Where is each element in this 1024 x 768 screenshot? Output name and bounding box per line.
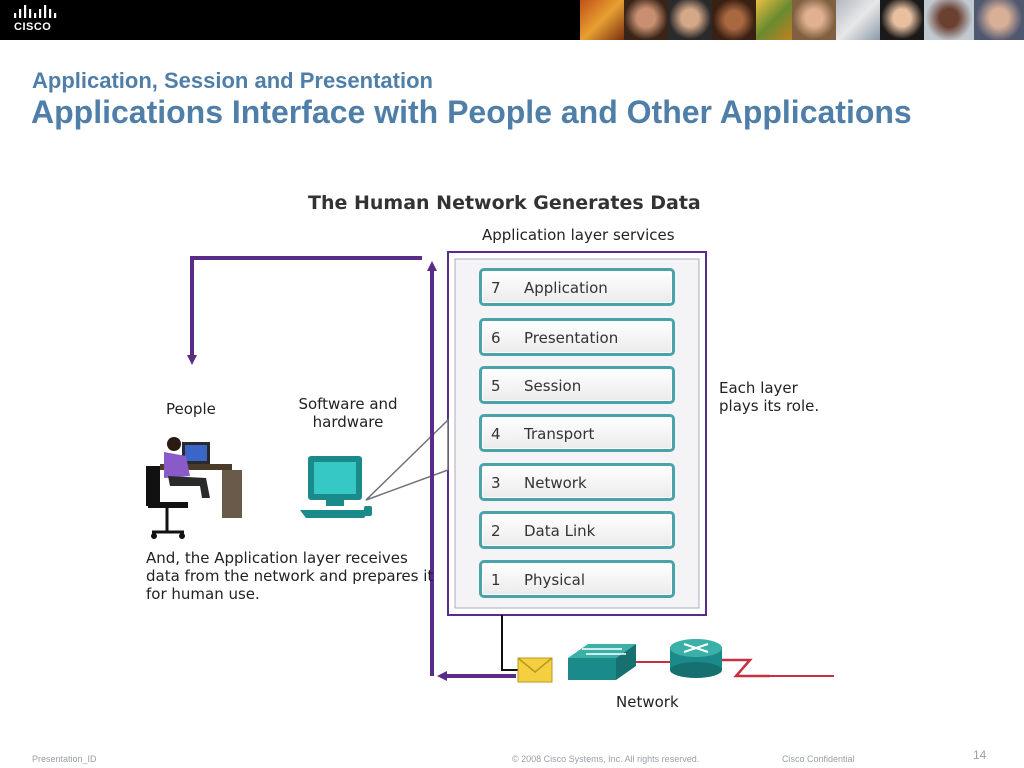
layer-name: Presentation (524, 329, 619, 347)
banner-photo (668, 0, 712, 40)
network-wire (501, 615, 518, 671)
layer-number: 7 (491, 279, 501, 297)
arrow-to-people (187, 256, 422, 365)
cisco-logo[interactable]: CISCO (12, 4, 64, 36)
banner-photo (836, 0, 880, 40)
layer-name: Application (524, 279, 608, 297)
layer-box-presentation: 6 Presentation (479, 318, 675, 356)
people-label: People (166, 400, 216, 418)
services-label: Application layer services (482, 226, 675, 244)
receives-note: And, the Application layer receives data… (146, 549, 434, 603)
cisco-bridge-icon (14, 5, 57, 18)
switch-icon (568, 644, 636, 680)
layer-box-transport: 4 Transport (479, 414, 675, 452)
banner-photo (756, 0, 792, 40)
footer-presentation-id: Presentation_ID (32, 754, 97, 764)
banner-photo (924, 0, 974, 40)
layer-box-physical: 1 Physical (479, 560, 675, 598)
layer-number: 4 (491, 425, 501, 443)
layer-name: Data Link (524, 522, 596, 540)
photo-strip (580, 0, 1024, 40)
banner-photo (624, 0, 668, 40)
banner-photo (974, 0, 1024, 40)
person-at-computer-icon (146, 437, 242, 539)
diagram-graphics (146, 251, 834, 683)
layer-number: 2 (491, 522, 501, 540)
footer-copyright: © 2008 Cisco Systems, Inc. All rights re… (512, 754, 700, 764)
layer-box-network: 3 Network (479, 463, 675, 501)
computer-icon (300, 456, 372, 518)
envelope-icon (517, 657, 553, 683)
layer-number: 1 (491, 571, 501, 589)
logo-text: CISCO (14, 21, 52, 33)
slide-title: Applications Interface with People and O… (31, 94, 912, 130)
diagram-title: The Human Network Generates Data (308, 192, 701, 214)
layer-name: Physical (524, 571, 586, 589)
osi-diagram: The Human Network Generates Data Applica… (130, 180, 850, 720)
layer-box-application: 7 Application (479, 268, 675, 306)
software-label: Software and hardware (298, 395, 398, 431)
callout-wedge (365, 418, 449, 501)
layer-number: 3 (491, 474, 501, 492)
layer-name: Transport (524, 425, 595, 443)
network-label: Network (616, 693, 679, 711)
banner-photo (880, 0, 924, 40)
banner-photo (792, 0, 836, 40)
layer-box-session: 5 Session (479, 366, 675, 404)
page-number: 14 (973, 748, 987, 762)
banner-photo (580, 0, 624, 40)
wan-link-icon (722, 658, 770, 678)
layer-name: Session (524, 377, 582, 395)
layer-number: 5 (491, 377, 501, 395)
footer-confidential: Cisco Confidential (782, 754, 855, 764)
banner-photo (712, 0, 756, 40)
slide-subtitle: Application, Session and Presentation (32, 68, 433, 93)
layer-number: 6 (491, 329, 501, 347)
each-layer-note: Each layer plays its role. (719, 379, 820, 415)
router-icon (670, 639, 722, 678)
layer-name: Network (524, 474, 587, 492)
header-banner: CISCO (0, 0, 1024, 40)
layer-box-data-link: 2 Data Link (479, 511, 675, 549)
